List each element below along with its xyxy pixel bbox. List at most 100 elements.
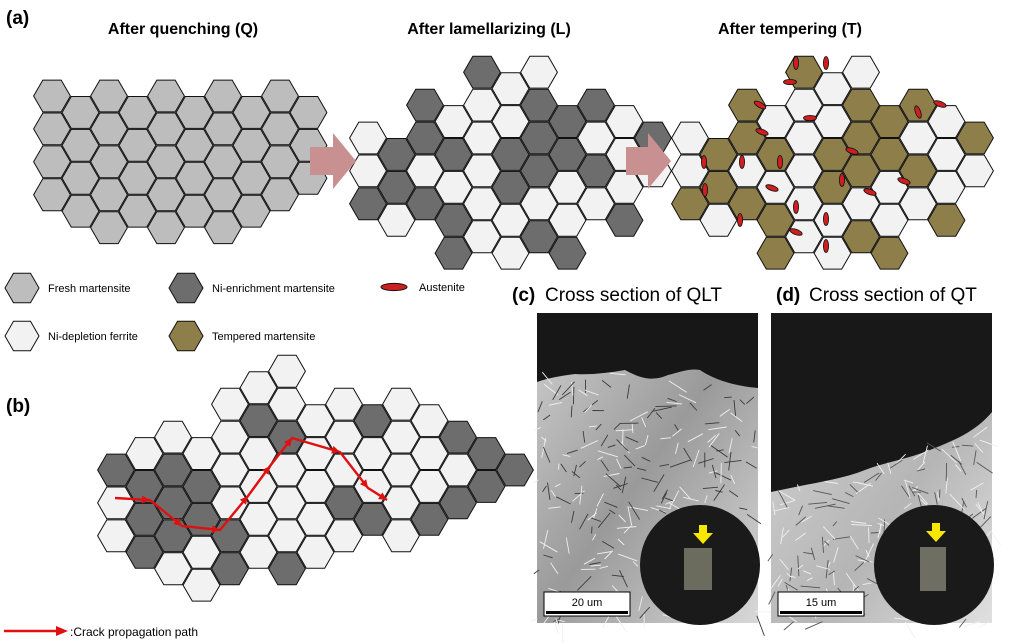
- lath: [593, 508, 598, 519]
- legend-label-austenite: Austenite: [419, 282, 465, 294]
- legend-hex: [4, 272, 40, 304]
- lath: [806, 577, 813, 581]
- austenite-particle: [803, 115, 817, 122]
- lath: [576, 575, 592, 591]
- austenite-particle: [789, 228, 803, 236]
- grain: [204, 145, 242, 179]
- grain: [204, 79, 242, 113]
- crack-legend-arrowhead: [56, 626, 68, 636]
- grain: [61, 161, 100, 195]
- stage-q-title: After quenching (Q): [108, 21, 258, 38]
- lath: [952, 441, 962, 462]
- lath: [573, 464, 577, 477]
- lath: [614, 614, 627, 633]
- lath: [666, 401, 682, 405]
- lath: [613, 422, 621, 430]
- grain: [349, 154, 387, 188]
- lath: [543, 384, 559, 396]
- lath: [751, 445, 759, 449]
- grain: [410, 470, 449, 503]
- grain: [899, 88, 937, 122]
- lath: [541, 436, 547, 442]
- grain: [520, 154, 558, 188]
- crack-arrowhead: [173, 517, 182, 526]
- stage-l-title: After lamellarizing (L): [407, 21, 571, 38]
- qt-scale-label: 15 um: [806, 597, 837, 609]
- lath: [719, 408, 731, 417]
- legend-hex: [168, 320, 204, 352]
- grain: [410, 502, 449, 536]
- grain: [463, 187, 501, 221]
- grain: [899, 187, 937, 221]
- grain: [325, 387, 363, 421]
- grain: [325, 486, 363, 520]
- lath: [850, 521, 867, 524]
- grain: [491, 203, 530, 237]
- lath: [562, 454, 571, 457]
- grain: [353, 404, 392, 438]
- lath: [571, 471, 581, 479]
- legend-swatch-ni-enrichment-martensite: [168, 272, 204, 304]
- grain: [434, 138, 473, 171]
- lath: [615, 429, 634, 432]
- lath: [550, 490, 556, 497]
- lath: [863, 472, 880, 483]
- austenite-particle: [839, 173, 846, 187]
- grain: [175, 128, 214, 162]
- grain: [154, 519, 192, 553]
- lath: [941, 448, 958, 464]
- austenite-particle: [822, 56, 829, 70]
- legend-label-tempered-martensite: Tempered martensite: [212, 331, 315, 343]
- lath: [601, 380, 612, 388]
- lath: [922, 445, 928, 463]
- legend: Fresh martensite Ni-enrichment martensit…: [4, 272, 465, 352]
- grain: [118, 194, 157, 228]
- lath: [554, 483, 561, 488]
- lath: [543, 414, 551, 421]
- lath: [683, 447, 693, 462]
- lath: [683, 496, 699, 502]
- lath: [824, 540, 830, 546]
- lath: [780, 527, 784, 545]
- lath: [724, 459, 742, 464]
- lath: [592, 533, 597, 541]
- lath: [832, 498, 850, 505]
- grain: [232, 128, 271, 162]
- grain: [956, 121, 994, 155]
- lath: [659, 463, 669, 467]
- grain: [154, 453, 192, 487]
- lath: [703, 384, 712, 391]
- lath: [950, 455, 963, 465]
- grain: [756, 138, 795, 171]
- grain: [125, 437, 164, 470]
- lath: [865, 549, 870, 558]
- lath: [574, 492, 584, 495]
- lath: [664, 497, 673, 502]
- lath: [561, 381, 575, 396]
- lath: [590, 564, 602, 567]
- lath: [730, 412, 743, 422]
- lath: [555, 496, 571, 505]
- grain: [261, 79, 299, 113]
- grain: [118, 128, 157, 162]
- grain: [785, 88, 823, 122]
- lath: [798, 505, 804, 516]
- lath: [849, 535, 859, 550]
- grain: [756, 105, 795, 138]
- grain: [406, 154, 444, 188]
- grain: [548, 236, 587, 270]
- lath: [916, 468, 926, 472]
- grain: [467, 470, 506, 503]
- grain: [97, 453, 135, 487]
- lath: [827, 505, 845, 509]
- crack-arrowhead: [359, 479, 368, 488]
- grain: [842, 154, 880, 188]
- grain: [239, 371, 278, 405]
- lath: [779, 558, 789, 570]
- grain: [61, 194, 100, 228]
- grain: [211, 453, 249, 487]
- lath: [822, 539, 830, 548]
- lath: [745, 461, 757, 469]
- lath: [784, 582, 798, 591]
- lath: [566, 449, 578, 455]
